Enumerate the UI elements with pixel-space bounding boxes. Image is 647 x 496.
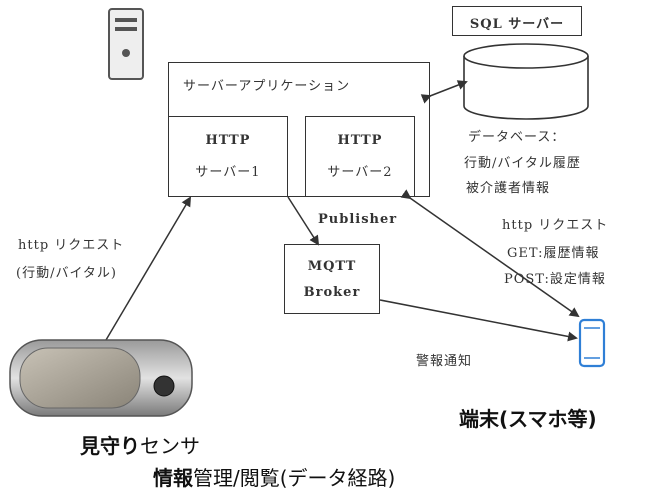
http-server-1-title: HTTP [205, 133, 251, 148]
terminal-caption: 端末(スマホ等) [459, 407, 597, 431]
sql-server-box: SQL サーバー [452, 6, 582, 36]
http-server-1-box: HTTP サーバー1 [168, 116, 288, 197]
http1-to-mqtt-arrow [287, 196, 320, 246]
sensor-caption-rest: センサ [140, 434, 200, 458]
http-server-1-subtitle: サーバー1 [195, 165, 261, 180]
mqtt-broker-box: MQTT Broker [284, 244, 380, 314]
sensor-request-label-2: (行動/バイタル) [16, 266, 118, 281]
sensor-to-http1-arrow [105, 196, 192, 341]
mqtt-broker-title: MQTT [307, 259, 357, 274]
server-icon [108, 8, 144, 80]
footer-caption-rest: 管理/閲覧(データ経路) [193, 466, 396, 490]
sensor-device-icon [6, 336, 196, 420]
database-label-1: データベース： [468, 130, 566, 145]
http-server-2-title: HTTP [337, 133, 383, 148]
database-icon [462, 42, 590, 122]
database-label-2: 行動/バイタル履歴 [464, 156, 581, 171]
app-db-arrow [420, 80, 468, 104]
http-server-2-subtitle: サーバー2 [327, 165, 393, 180]
server-application-title: サーバーアプリケーション [183, 79, 351, 94]
http2-terminal-arrow [400, 189, 580, 318]
sensor-caption-bold: 見守り [80, 434, 140, 458]
footer-caption-bold: 情報 [153, 466, 193, 490]
sql-server-title: SQL サーバー [469, 17, 565, 32]
sensor-request-label-1: http リクエスト [18, 238, 125, 253]
mqtt-broker-subtitle: Broker [303, 285, 361, 300]
http-server-2-box: HTTP サーバー2 [305, 116, 415, 197]
smartphone-icon [578, 318, 606, 368]
mqtt-to-terminal-arrow [379, 299, 578, 342]
sensor-caption: 見守りセンサ [80, 430, 200, 459]
alert-notification-label: 警報通知 [416, 354, 473, 369]
publisher-label: Publisher [318, 212, 398, 227]
footer-caption: 情報管理/閲覧(データ経路) [153, 462, 395, 491]
